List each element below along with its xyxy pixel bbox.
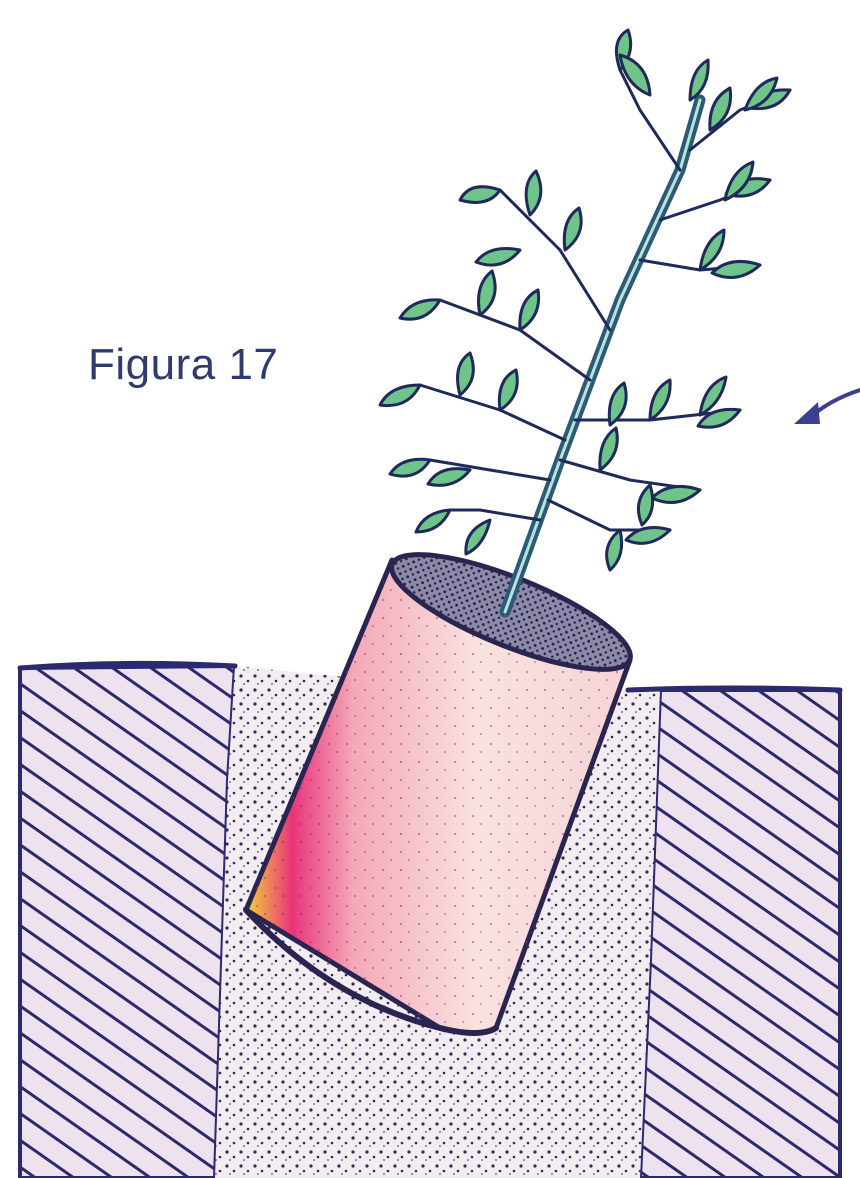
seedling — [380, 30, 790, 612]
figure-caption: Figura 17 — [88, 340, 278, 390]
soil-right — [640, 690, 840, 1178]
arrow-left-icon — [794, 390, 860, 424]
soil-left — [20, 666, 235, 1178]
